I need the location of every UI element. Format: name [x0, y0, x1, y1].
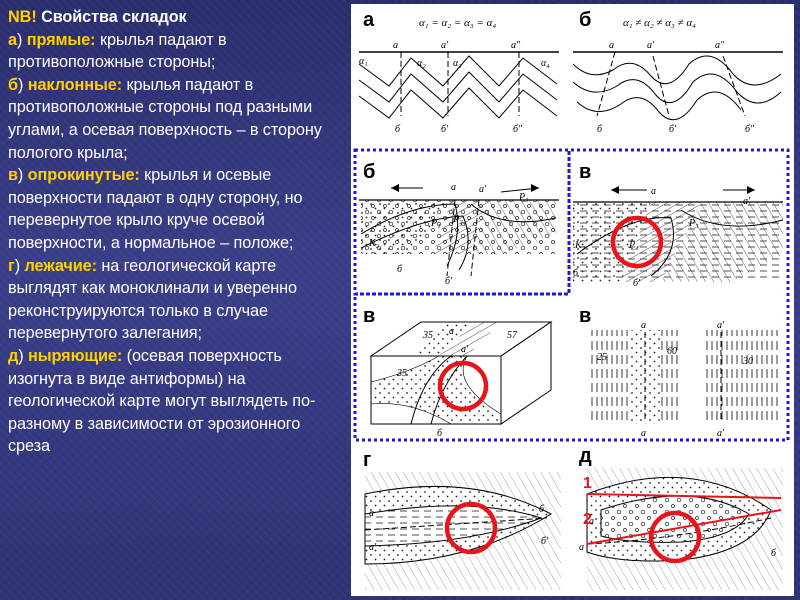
alpha-4: α₄ [541, 58, 550, 69]
map-label-a-bottom: а [641, 428, 646, 439]
panel-d-letter: д [579, 445, 592, 467]
block-label-a1: а′ [461, 344, 469, 355]
item-a-term: прямые: [27, 31, 96, 49]
b2-label-k2: K₂ [368, 238, 380, 249]
panel-b2-letter: б [363, 161, 375, 183]
g-label-b1: б′ [541, 536, 549, 547]
alpha-3: α₃ [453, 58, 462, 69]
b2-label-p2: P₂ [452, 214, 463, 225]
panel-a-letter: а [363, 9, 375, 31]
b2-label-a: а [451, 182, 456, 193]
item-g: г) лежачие: на геологической карте выгля… [8, 255, 343, 345]
item-g-term: лежачие: [24, 257, 97, 275]
text-column: NB! Свойства складок а) прямые: крылья п… [8, 6, 343, 458]
label-b-a1: а′ [647, 40, 655, 51]
block-label-a: а [449, 326, 454, 337]
map-dip-2: 60 [667, 346, 677, 357]
panel-v-letter: в [579, 161, 591, 183]
red-number-1: 1 [583, 475, 592, 492]
figures-svg: а α₁ = α₂ = α₃ = α₄ а а′ а″ α₁ α₂ α₃ α₄ … [351, 4, 794, 596]
item-d-letter: д [8, 347, 18, 365]
panel-g-recumbent-map: г а а′ б б′ [363, 449, 561, 590]
b2-label-p1: P₁ [430, 218, 441, 229]
v-label-p3: P₃ [688, 218, 699, 229]
panel-v-map: в а а′ а а′ 25 60 30 [579, 305, 781, 439]
panel-v3-letter: в [579, 305, 591, 327]
item-a-letter: а [8, 31, 17, 49]
item-d-term: ныряющие: [28, 347, 122, 365]
item-v-term: опрокинутые: [28, 166, 140, 184]
label-b-a: а [609, 40, 614, 51]
b2-label-b: б [397, 264, 403, 275]
label-b2: б″ [513, 124, 523, 135]
label-b1: б′ [441, 124, 449, 135]
formula-b: α₁ ≠ α₂ ≠ α₃ ≠ α₄ [623, 17, 696, 29]
map-label-a1: а′ [717, 320, 725, 331]
block-label-b: б [437, 428, 443, 439]
alpha-1: α₁ [359, 56, 368, 67]
label-a2: а″ [511, 40, 521, 51]
g-label-a: а [369, 508, 374, 519]
panel-v-block-diagram: в 35 35 57 а а′ б [363, 305, 551, 439]
map-label-a1-bottom: а′ [717, 428, 725, 439]
red-number-2: 2 [583, 511, 592, 528]
title-text: Свойства складок [37, 8, 187, 26]
block-dip-2: 35 [396, 368, 407, 379]
panel-d-plunging-map: д а а б 1 2 [579, 445, 783, 590]
nb-mark: NB! [8, 8, 37, 26]
v-label-b1: б′ [633, 278, 641, 289]
item-d: д) ныряющие: (осевая поверхность изогнут… [8, 345, 343, 458]
item-b-letter: б [8, 76, 18, 94]
figure-panel: а α₁ = α₂ = α₃ = α₄ а а′ а″ α₁ α₂ α₃ α₄ … [351, 4, 794, 596]
item-g-letter: г [8, 257, 15, 275]
item-v: в) опрокинутые: крылья и осевые поверхно… [8, 164, 343, 254]
label-b-a2: а″ [715, 40, 725, 51]
label-a1: а′ [441, 40, 449, 51]
label-b: б [395, 124, 401, 135]
block-dip-3: 57 [507, 330, 518, 341]
b2-label-a1: а′ [479, 184, 487, 195]
panel-v-overturned-section: в а а′ K₂ P₁ P₃ б б′ [573, 161, 783, 289]
label-b-b1: б′ [669, 124, 677, 135]
slide-title: NB! Свойства складок [8, 6, 343, 29]
d-label-a-low: а [579, 542, 584, 553]
panel-b2-section: б а а′ P₃ P₁ P₂ K₂ б б′ [359, 161, 559, 287]
v-label-k2: K₂ [574, 240, 586, 251]
alpha-2: α₂ [417, 58, 426, 69]
label-b-b2: б″ [745, 124, 755, 135]
item-b: б) наклонные: крылья падают в противопол… [8, 74, 343, 164]
map-label-a: а [641, 320, 646, 331]
item-v-letter: в [8, 166, 18, 184]
v-label-a: а [651, 186, 656, 197]
panel-g-letter: г [363, 449, 371, 471]
label-b-b: б [597, 124, 603, 135]
g-label-a1: а′ [369, 542, 377, 553]
formula-a: α₁ = α₂ = α₃ = α₄ [419, 17, 496, 29]
panel-a-straight-folds: а α₁ = α₂ = α₃ = α₄ а а′ а″ α₁ α₂ α₃ α₄ … [359, 9, 559, 135]
map-dip-1: 25 [597, 352, 607, 363]
block-dip-1: 35 [422, 330, 433, 341]
v-label-p1: P₁ [628, 240, 639, 251]
item-a: а) прямые: крылья падают в противоположн… [8, 29, 343, 74]
b2-label-b1: б′ [445, 276, 453, 287]
label-a: а [393, 40, 398, 51]
panel-v2-letter: в [363, 305, 375, 327]
map-dip-3: 30 [742, 356, 753, 367]
panel-b-letter: б [579, 9, 591, 31]
item-b-term: наклонные: [28, 76, 122, 94]
panel-b-inclined-folds: б α₁ ≠ α₂ ≠ α₃ ≠ α₄ а а′ а″ б б′ б″ [573, 9, 783, 135]
